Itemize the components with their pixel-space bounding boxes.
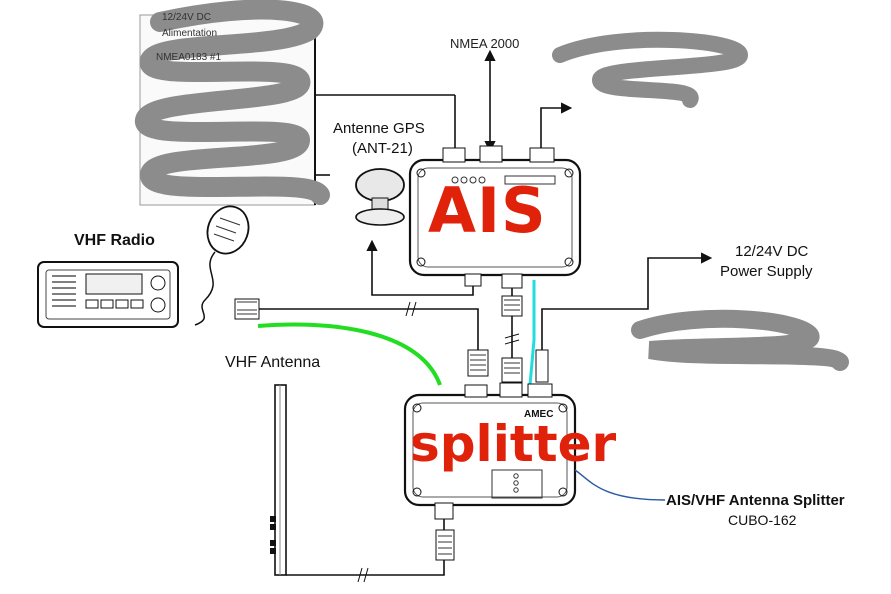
vhf-microphone (194, 205, 250, 326)
power-supply-label-line2: Power Supply (720, 263, 813, 280)
vhf-radio-label: VHF Radio (74, 232, 155, 249)
left-nmea-label: NMEA0183 #1 (156, 52, 222, 63)
ais-nmea2000-connector (479, 145, 503, 163)
scribble-lower-right (631, 309, 849, 371)
ais-transponder (408, 145, 582, 289)
power-gland (535, 349, 549, 383)
splitter-overlay-text: splitter (410, 415, 617, 473)
gps-antenna-label-line2: (ANT-21) (352, 140, 413, 157)
antenna-coax (286, 519, 455, 583)
nmea2000-label: NMEA 2000 (450, 36, 520, 51)
redaction-scribbles (135, 0, 849, 371)
splitter-led-column (513, 473, 519, 493)
scribble-top-right (552, 31, 749, 108)
splitter-brand-label: AMEC (524, 409, 554, 420)
power-cable-arrow (541, 252, 713, 380)
ais-vhf-connector (501, 273, 523, 289)
vhf-radio (37, 261, 179, 328)
gps-antenna (355, 168, 405, 226)
left-12v-label: 12/24V DC (162, 12, 211, 23)
ais-output-connector (529, 147, 555, 163)
cyan-cable (528, 280, 536, 386)
splitter-bottom-connector (434, 502, 454, 520)
power-supply-label-line1: 12/24V DC (735, 243, 809, 260)
splitter-model-label: CUBO-162 (728, 512, 797, 528)
gps-cable-arrow (366, 239, 474, 296)
scribble-left (135, 0, 330, 205)
ais-led-row (451, 176, 486, 184)
vhf-antenna (270, 384, 287, 576)
splitter-box (403, 382, 577, 520)
ais-gps-connector (442, 147, 466, 163)
splitter-leader-line (574, 469, 666, 501)
radio-coax (234, 298, 489, 377)
ais-coax (501, 288, 523, 383)
left-alim-label: Alimentation (162, 28, 218, 39)
output-arrow (540, 102, 573, 155)
ais-overlay-text: AIS (428, 174, 547, 247)
ais-gps-ant-connector (464, 273, 482, 287)
gps-antenna-label-line1: Antenne GPS (333, 120, 425, 137)
splitter-name-label: AIS/VHF Antenna Splitter (666, 492, 845, 509)
green-cable (257, 322, 442, 386)
vhf-antenna-label: VHF Antenna (225, 354, 321, 371)
